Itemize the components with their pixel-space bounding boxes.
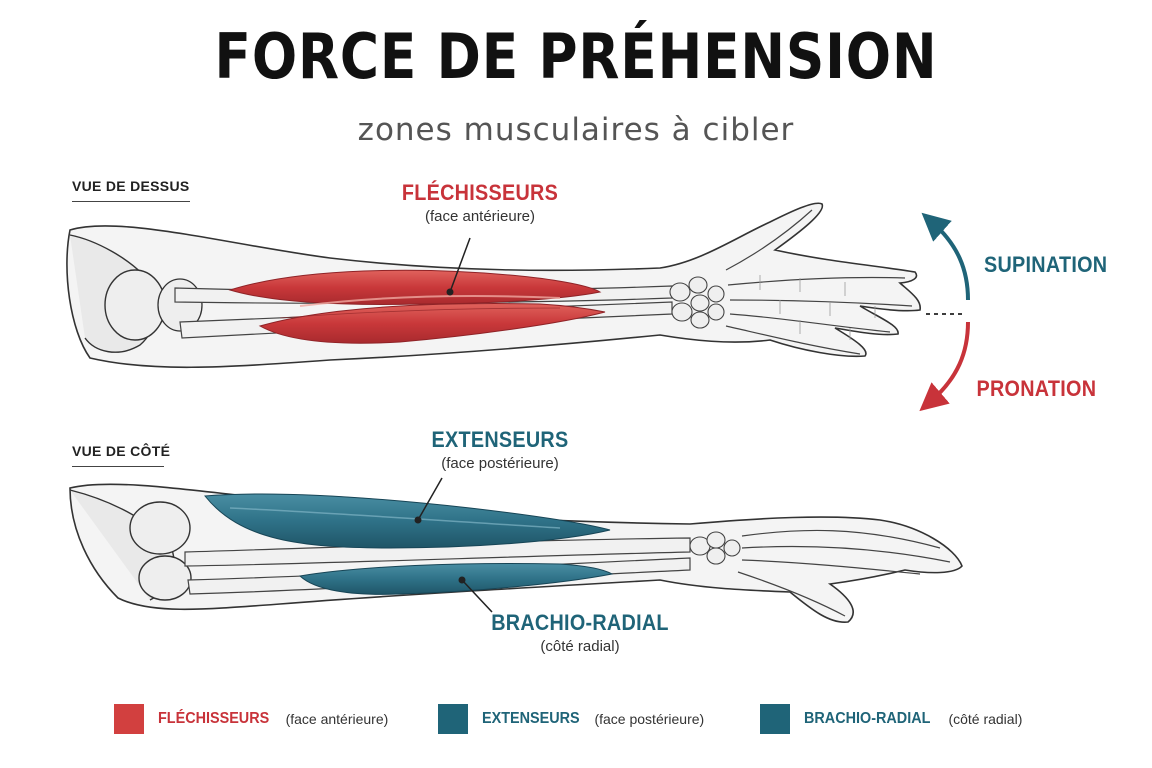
legend-name-flexors: FLÉCHISSEURS — [158, 710, 270, 727]
brachioradial-name: BRACHIO-RADIAL — [491, 610, 669, 635]
extensors-name: EXTENSEURS — [431, 427, 569, 452]
legend-item-brachioradial: BRACHIO-RADIAL (côté radial) — [760, 704, 1022, 734]
flexors-detail: (face antérieure) — [424, 208, 536, 225]
legend-detail-flexors: (face antérieure) — [285, 711, 389, 727]
supination-arrow — [921, 212, 970, 301]
legend-detail-brachioradial: (côté radial) — [948, 711, 1023, 727]
pronation-text: PRONATION — [976, 376, 1097, 401]
brachioradial-detail: (côté radial) — [540, 638, 620, 655]
legend-name-extensors: EXTENSEURS — [482, 710, 580, 727]
flexors-label: FLÉCHISSEURS (face antérieure) — [380, 180, 580, 225]
supination-label: SUPINATION — [978, 252, 1108, 278]
view-label-side: VUE DE CÔTÉ — [72, 443, 170, 467]
arm-side-view — [69, 483, 963, 623]
flexors-name: FLÉCHISSEURS — [401, 180, 559, 205]
extensors-label: EXTENSEURS (face postérieure) — [400, 427, 600, 472]
legend-item-extensors: EXTENSEURS (face postérieure) — [438, 704, 704, 734]
legend-name-brachioradial: BRACHIO-RADIAL — [804, 710, 931, 727]
page-title: FORCE DE PRÉHENSION — [214, 20, 938, 93]
brachioradial-label: BRACHIO-RADIAL (côté radial) — [480, 610, 680, 655]
pronation-arrow — [919, 321, 970, 412]
brachioradial-pointer — [461, 579, 493, 613]
extensors-detail: (face postérieure) — [441, 455, 559, 472]
legend-detail-extensors: (face postérieure) — [594, 711, 705, 727]
arm-top-view — [66, 202, 921, 369]
legend-swatch-brachioradial — [760, 704, 790, 734]
view-label-top: VUE DE DESSUS — [72, 178, 190, 202]
extensor-pointer — [417, 477, 443, 521]
legend-item-flexors: FLÉCHISSEURS (face antérieure) — [114, 704, 388, 734]
page-subtitle: zones musculaires à cibler — [357, 112, 795, 148]
legend-swatch-flexors — [114, 704, 144, 734]
pronation-label: PRONATION — [970, 376, 1100, 402]
flexor-pointer — [449, 237, 471, 293]
legend-swatch-extensors — [438, 704, 468, 734]
supination-text: SUPINATION — [984, 252, 1108, 277]
